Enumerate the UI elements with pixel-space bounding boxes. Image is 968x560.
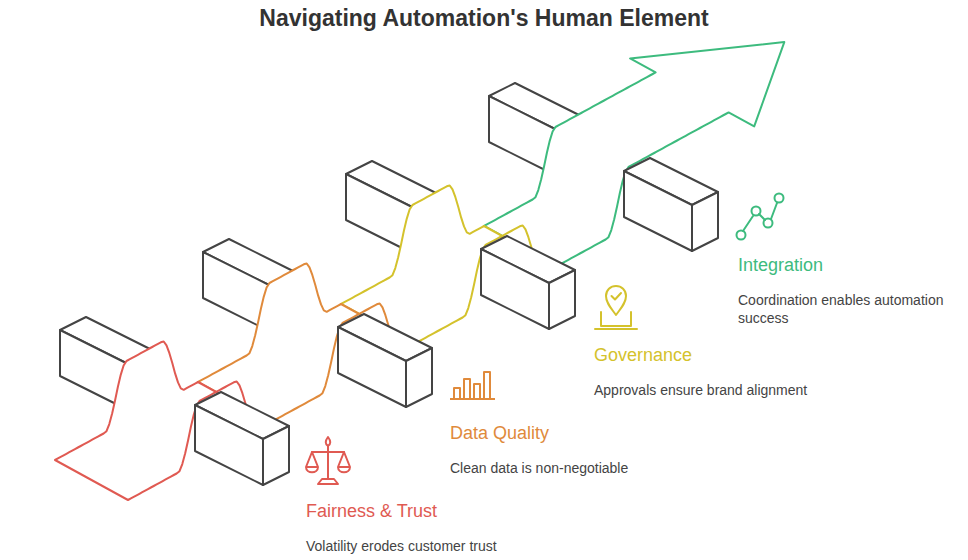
chart-point (737, 231, 746, 240)
scales-left-pan (306, 452, 318, 472)
chart-line (743, 203, 777, 231)
step-description: Clean data is non-negotiable (450, 459, 680, 477)
scales-right-pan (338, 452, 350, 472)
block (481, 236, 575, 329)
step-heading: Data Quality (450, 422, 680, 444)
block-face (549, 270, 575, 329)
chart-point (752, 207, 761, 216)
chart-bar (464, 379, 470, 399)
block-face (406, 348, 432, 407)
block-face (195, 405, 263, 485)
scales-beam (312, 451, 344, 453)
step-description: Coordination enables automation success (738, 291, 966, 327)
step-heading: Governance (594, 344, 824, 366)
laptop-base (595, 328, 637, 330)
chart-bar (454, 388, 460, 399)
step-node: IntegrationCoordination enables automati… (738, 254, 966, 327)
step-description: Volatility erodes customer trust (306, 537, 536, 555)
step-heading: Fairness & Trust (306, 500, 536, 522)
block-face (481, 249, 549, 329)
block-face (692, 192, 718, 251)
scales-icon (306, 437, 350, 484)
scales-stand (327, 446, 329, 479)
diagram-title: Navigating Automation's Human Element (0, 4, 968, 32)
step-heading: Integration (738, 254, 966, 276)
block (338, 314, 432, 407)
bar-chart-icon (450, 372, 495, 399)
location-pin (606, 286, 626, 315)
block-face (263, 426, 289, 485)
chart-point (764, 219, 773, 228)
step-description: Approvals ensure brand alignment (594, 381, 824, 399)
scales-base (318, 479, 338, 484)
block-face (338, 327, 406, 407)
ribbon-segment (484, 42, 784, 266)
approval-pin-icon (595, 286, 637, 329)
step-node: Fairness & TrustVolatility erodes custom… (306, 500, 536, 555)
block (624, 158, 718, 251)
scales-top (326, 437, 331, 446)
chart-point (775, 194, 784, 203)
block (195, 392, 289, 485)
line-chart-icon (737, 194, 784, 240)
ribbon-illustration (55, 42, 784, 500)
block-face (624, 171, 692, 251)
step-node: GovernanceApprovals ensure brand alignme… (594, 344, 824, 399)
check-mark (612, 293, 622, 300)
step-node: Data QualityClean data is non-negotiable (450, 422, 680, 477)
chart-bar (484, 372, 490, 399)
chart-bar (474, 384, 480, 399)
